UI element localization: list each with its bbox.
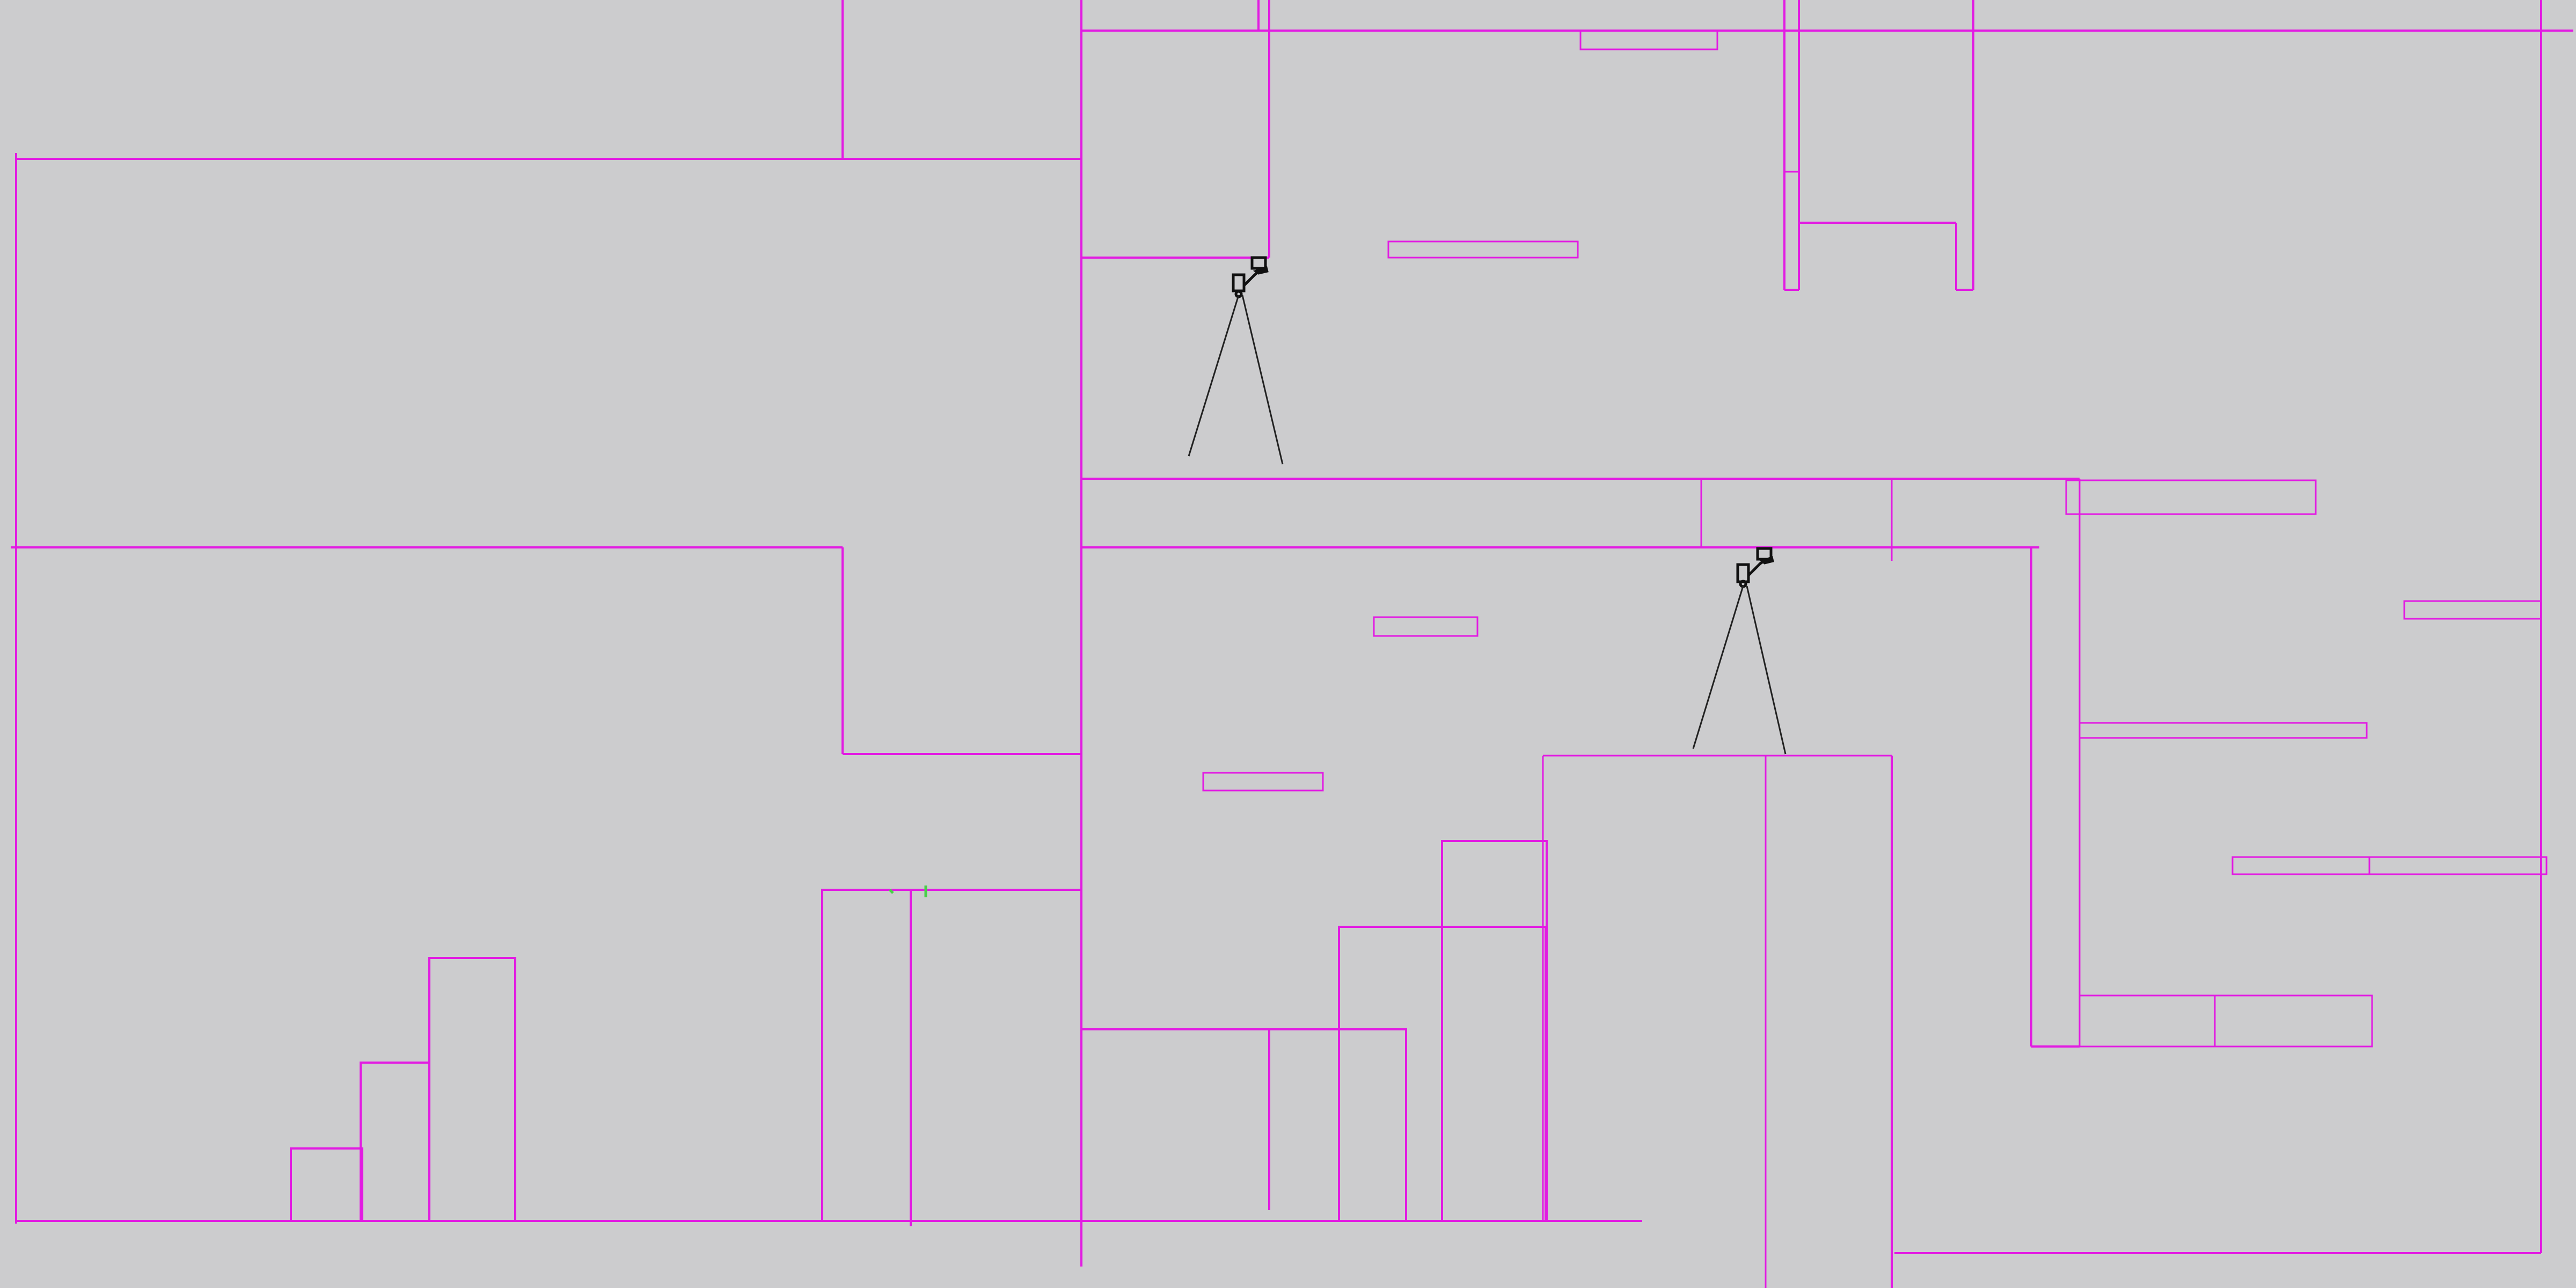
middle-band [11,478,2317,1046]
turret-mount [1250,256,1267,270]
spawn-marker [889,889,894,894]
floating-platform [1202,772,1324,792]
turret-housing [1232,273,1246,292]
turret-lens [1739,580,1747,588]
turret-housing [1736,563,1750,583]
turret-barrel [1760,556,1774,565]
laser-beam [1188,295,1240,457]
floating-platform [2065,479,2317,515]
pillar-block [821,889,1082,1222]
floating-platform [1373,616,1479,637]
ceiling-turret [1188,256,1284,465]
spawn-markers [889,885,927,897]
turret-barrel [1253,266,1269,275]
floating-platform [2079,994,2373,1048]
low-block [1080,1028,1407,1222]
step-block [360,1062,430,1222]
ground-level [16,840,1642,1226]
floating-platform [2403,600,2542,620]
ceiling-ledge [1579,30,1718,50]
ceiling-turret [1692,547,1787,755]
laser-beam [1692,586,1744,749]
step-block [1441,840,1548,1222]
step-block [290,1147,363,1222]
laser-beam [1241,295,1284,465]
laser-beam [1746,586,1787,755]
floating-platform [1387,240,1579,259]
floating-platform [2079,722,2368,739]
upper-left-room [15,0,1082,1267]
floating-platform [2231,856,2548,875]
top-corridor [1081,0,2573,1253]
right-side [1542,547,2548,1288]
step-block [428,957,516,1222]
